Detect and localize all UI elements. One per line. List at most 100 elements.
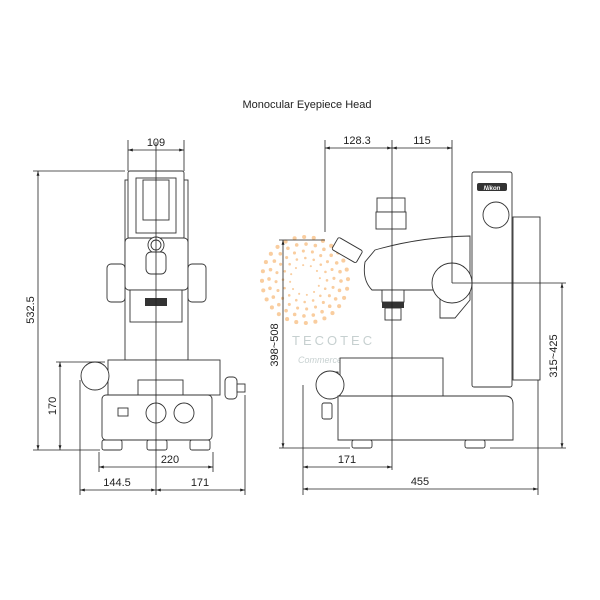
watermark-dot <box>259 278 265 283</box>
watermark-dot <box>278 252 283 256</box>
watermark-dot <box>296 306 300 310</box>
watermark-dot <box>342 295 347 300</box>
watermark-dot <box>292 236 297 241</box>
dim-column-offset: 115 <box>413 135 431 147</box>
watermark-dot <box>276 312 281 317</box>
dim-focus-height: 315~425 <box>548 334 560 377</box>
dim-eyepiece-height: 398~508 <box>269 323 281 366</box>
watermark-dot <box>303 300 306 304</box>
watermark-dot <box>283 239 288 244</box>
watermark-dot <box>286 246 290 251</box>
front-view-microscope <box>80 170 246 451</box>
dim-stage-height: 170 <box>47 397 59 415</box>
watermark-dot <box>327 304 332 308</box>
watermark-dot <box>322 316 327 321</box>
dim-left-offset: 144.5 <box>103 477 131 489</box>
watermark-dot <box>331 285 335 289</box>
watermark-dot <box>313 319 318 324</box>
watermark-dot <box>290 273 293 276</box>
brand-logo: Nikon <box>484 186 501 192</box>
watermark-dot <box>344 267 349 272</box>
watermark-dot <box>280 296 285 300</box>
watermark-dot <box>313 243 318 248</box>
dim-axis-offset: 171 <box>338 454 356 466</box>
watermark-dot <box>338 269 342 274</box>
watermark-dot <box>279 262 283 266</box>
watermark-dot <box>301 249 305 253</box>
watermark-dot <box>263 260 268 265</box>
watermark-dot <box>337 288 342 293</box>
watermark-dot <box>268 267 273 272</box>
watermark-dot <box>319 294 322 298</box>
watermark-dot <box>276 288 280 293</box>
watermark-dot <box>277 302 281 307</box>
watermark-dot <box>310 250 314 254</box>
watermark-dot <box>312 258 316 262</box>
watermark-dot <box>305 293 308 296</box>
watermark-dot <box>298 292 301 295</box>
watermark-name: TECOTEC <box>292 333 375 348</box>
watermark-dot <box>294 298 298 302</box>
watermark-dot <box>332 276 336 280</box>
watermark-dot <box>319 263 323 266</box>
watermark-dot <box>294 320 299 325</box>
watermark-dot <box>287 294 291 297</box>
watermark-dot <box>272 259 277 263</box>
watermark-dot <box>341 258 346 263</box>
dim-total-depth: 455 <box>411 476 429 488</box>
watermark-dot <box>268 251 273 256</box>
focus-knob-left <box>106 263 126 303</box>
watermark-dot <box>264 297 269 302</box>
watermark-dot <box>302 314 306 318</box>
watermark-dot <box>269 305 274 310</box>
watermark-dot <box>283 286 286 290</box>
watermark-dot <box>285 255 289 260</box>
watermark-dot <box>321 300 325 305</box>
watermark-dot <box>318 277 321 280</box>
watermark-dot <box>260 269 265 274</box>
watermark-dot <box>311 235 316 240</box>
watermark-dot <box>311 313 316 317</box>
dim-base-width: 220 <box>161 454 179 466</box>
watermark-dot <box>311 299 315 302</box>
watermark-dot <box>274 280 278 284</box>
watermark-dot <box>317 284 320 287</box>
watermark-dot <box>339 279 343 283</box>
back-panel <box>512 216 541 381</box>
watermark-dot <box>329 243 334 248</box>
watermark-dot <box>287 302 291 306</box>
watermark-dot <box>268 286 272 291</box>
watermark-dot <box>302 264 305 267</box>
watermark-dot <box>324 270 327 274</box>
focus-knob-right <box>187 263 207 303</box>
dim-eyepiece-offset: 128.3 <box>343 135 371 147</box>
watermark-dot <box>303 320 308 326</box>
watermark-dot <box>333 297 338 301</box>
watermark-dot <box>320 309 324 314</box>
watermark-dot <box>261 288 266 293</box>
watermark-dot <box>302 234 307 240</box>
watermark-dot <box>330 267 334 272</box>
dim-total-height: 532.5 <box>25 296 37 324</box>
watermark-dot <box>305 307 309 311</box>
watermark-dot <box>294 243 299 247</box>
eyepiece <box>331 237 363 263</box>
watermark-dot <box>288 262 291 266</box>
watermark-dot <box>294 266 298 270</box>
watermark-dot <box>322 247 326 252</box>
watermark-dot <box>285 317 290 322</box>
watermark-dot <box>320 238 325 243</box>
watermark-dot <box>267 277 271 281</box>
watermark-dot <box>275 271 279 275</box>
watermark-dot <box>304 242 308 246</box>
watermark-dot <box>330 311 335 316</box>
drawing-title: Monocular Eyepiece Head <box>242 99 371 111</box>
watermark-dot <box>283 269 287 273</box>
watermark-dot <box>291 287 295 291</box>
watermark-dot <box>337 304 342 309</box>
watermark-dot <box>345 277 351 282</box>
watermark-dot <box>313 305 318 309</box>
dim-top-width: 109 <box>147 137 165 149</box>
watermark-dot <box>309 265 312 268</box>
watermark-dot <box>312 290 316 294</box>
